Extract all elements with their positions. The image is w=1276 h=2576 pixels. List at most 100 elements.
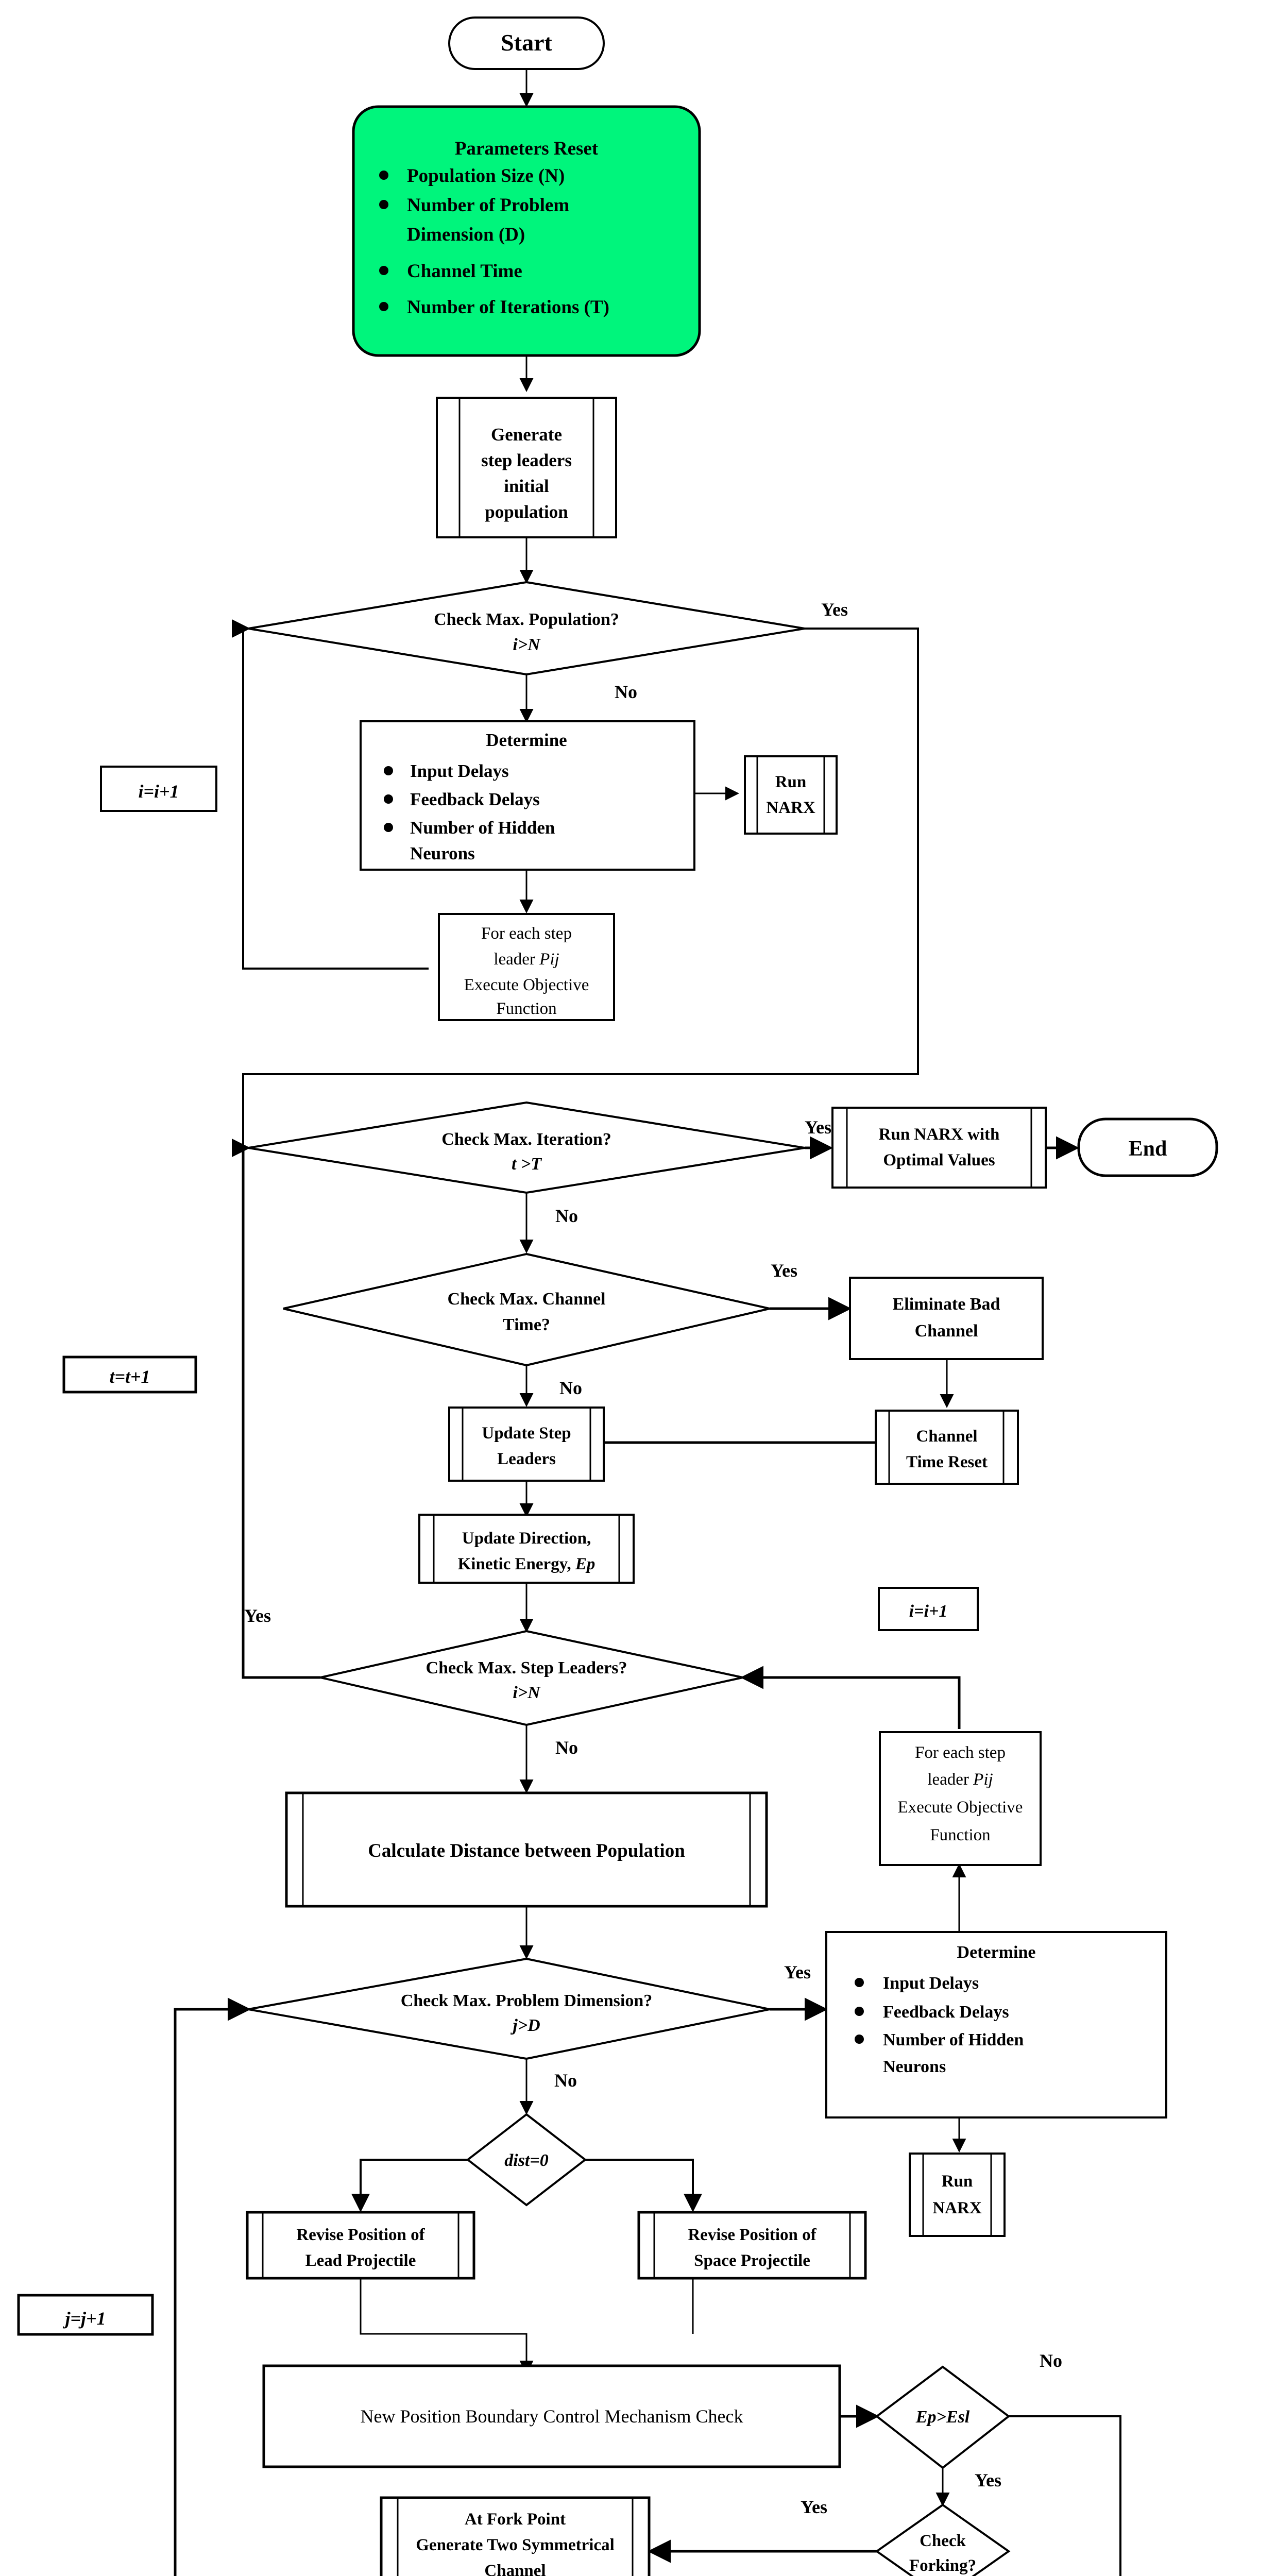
node-i-increment-1[interactable]: i=i+1 <box>100 766 217 812</box>
node-determine-2[interactable]: Determine Input Delays Feedback Delays N… <box>825 1931 1167 2119</box>
label-ep-no: No <box>1040 2350 1062 2371</box>
node-ep-gt-esl[interactable]: Ep>Esl <box>875 2365 1011 2469</box>
node-revise-lead-projectile[interactable]: Revise Position of Lead Projectile <box>246 2211 475 2280</box>
badchannel-line-0: Eliminate Bad <box>893 1295 1000 1314</box>
forking-line-0: Check <box>920 2532 966 2550</box>
bullet-dot <box>379 266 388 275</box>
bullet-dot <box>379 171 388 180</box>
i-inc-1-label: i=i+1 <box>138 781 179 802</box>
i-inc-2-label: i=i+1 <box>909 1602 948 1621</box>
narxoptimal-line-1: Optimal Values <box>883 1151 995 1170</box>
node-update-step-leaders[interactable]: Update Step Leaders <box>448 1406 605 1482</box>
bullet-dot <box>855 1978 864 1987</box>
node-calculate-distance[interactable]: Calculate Distance between Population <box>285 1791 768 1908</box>
label-checkdim-no: No <box>554 2070 577 2091</box>
node-run-narx-1[interactable]: Run NARX <box>744 755 838 835</box>
edge-objective1-loopback <box>232 619 429 970</box>
node-check-max-iteration[interactable]: Check Max. Iteration? t >T <box>248 1101 805 1194</box>
determine2-bullet-2-line2: Neurons <box>883 2057 946 2076</box>
bullet-dot <box>379 302 388 311</box>
label-ep-yes: Yes <box>975 2470 1001 2490</box>
checksl-line-1: i>N <box>513 1683 541 1702</box>
j-inc-label: j=j+1 <box>62 2308 106 2329</box>
label-checksl-yes: Yes <box>244 1605 271 1626</box>
label-checkiter-yes: Yes <box>805 1117 831 1138</box>
node-objective-function-2[interactable]: For each step leader Pij Execute Objecti… <box>879 1731 1042 1866</box>
edge-dist-right <box>585 2159 702 2212</box>
node-revise-space-projectile[interactable]: Revise Position of Space Projectile <box>637 2211 867 2280</box>
params-bullet-1-line2: Dimension (D) <box>407 224 525 245</box>
node-run-narx-optimal[interactable]: Run NARX with Optimal Values <box>831 1107 1047 1189</box>
ep-gt-esl-label: Ep>Esl <box>915 2408 970 2427</box>
checkpop-line-1: i>N <box>513 635 541 654</box>
updatesl-line-0: Update Step <box>482 1424 571 1443</box>
forkpoint-line-2: Channel <box>484 2562 546 2576</box>
determine1-bullet-1: Feedback Delays <box>410 789 540 809</box>
node-start[interactable]: Start <box>448 16 605 70</box>
updatedir-line-0: Update Direction, <box>462 1529 591 1548</box>
objective1-line-0: For each step <box>481 924 572 943</box>
objective2-line-3: Function <box>930 1826 990 1844</box>
node-check-max-problem-dimension[interactable]: Check Max. Problem Dimension? j>D <box>248 1957 770 2060</box>
node-fork-point[interactable]: At Fork Point Generate Two Symmetrical C… <box>380 2496 651 2576</box>
reviselead-line-0: Revise Position of <box>296 2226 425 2244</box>
generate-line-1: step leaders <box>481 450 572 470</box>
params-bullet-0: Population Size (N) <box>407 165 565 187</box>
updatesl-line-1: Leaders <box>497 1450 556 1468</box>
node-j-increment[interactable]: j=j+1 <box>17 2294 154 2336</box>
edge-checksl-yes-loopback <box>242 1148 320 1679</box>
label-checksl-no: No <box>555 1737 578 1758</box>
node-check-max-step-leaders[interactable]: Check Max. Step Leaders? i>N <box>320 1630 743 1726</box>
generate-line-2: initial <box>504 476 549 496</box>
checkdim-line-0: Check Max. Problem Dimension? <box>401 1991 653 2010</box>
bullet-dot <box>384 766 393 775</box>
objective1-line-3: Function <box>496 999 556 1018</box>
checkdim-line-1: j>D <box>510 2016 540 2035</box>
bullet-dot <box>855 2035 864 2044</box>
node-channel-time-reset[interactable]: Channel Time Reset <box>875 1410 1019 1485</box>
node-determine-1[interactable]: Determine Input Delays Feedback Delays N… <box>360 720 695 871</box>
objective1-line-2: Execute Objective <box>464 976 589 994</box>
objective2-line-1: leader Pij <box>927 1770 993 1789</box>
node-i-increment-2[interactable]: i=i+1 <box>878 1587 979 1631</box>
revisespace-line-0: Revise Position of <box>688 2226 816 2244</box>
node-check-forking[interactable]: Check Forking? <box>875 2503 1011 2576</box>
node-boundary-control-check[interactable]: New Position Boundary Control Mechanism … <box>262 2364 841 2468</box>
label-checkchannel-no: No <box>559 1378 582 1398</box>
node-dist-zero[interactable]: dist=0 <box>466 2113 587 2207</box>
params-bullet-1-line1: Number of Problem <box>407 195 569 216</box>
determine1-bullet-2-line2: Neurons <box>410 843 475 863</box>
node-t-increment[interactable]: t=t+1 <box>62 1355 197 1394</box>
forkpoint-line-1: Generate Two Symmetrical <box>416 2536 615 2554</box>
params-bullet-2: Channel Time <box>407 261 522 282</box>
node-eliminate-bad-channel[interactable]: Eliminate Bad Channel <box>849 1277 1044 1360</box>
channelreset-line-1: Time Reset <box>906 1453 988 1471</box>
node-check-max-population[interactable]: Check Max. Population? i>N <box>248 581 805 676</box>
checkiter-line-1: t >T <box>512 1155 542 1174</box>
node-update-direction[interactable]: Update Direction, Kinetic Energy, Ep <box>418 1514 635 1584</box>
bullet-dot <box>384 794 393 804</box>
edge-ep-no <box>1009 2415 1121 2576</box>
node-run-narx-2[interactable]: Run NARX <box>909 2153 1006 2237</box>
node-parameters-reset[interactable]: Parameters Reset Population Size (N) Num… <box>352 105 701 357</box>
determine1-heading: Determine <box>486 730 567 750</box>
node-generate-population[interactable]: Generate step leaders initial population <box>436 397 617 538</box>
determine2-heading: Determine <box>957 1943 1036 1962</box>
node-end[interactable]: End <box>1077 1117 1218 1177</box>
narx2-line-0: Run <box>942 2172 973 2191</box>
node-objective-function-1[interactable]: For each step leader Pij Execute Objecti… <box>438 913 615 1021</box>
label-checkchannel-yes: Yes <box>771 1260 797 1281</box>
params-heading: Parameters Reset <box>455 138 599 159</box>
badchannel-line-1: Channel <box>915 1321 978 1341</box>
bullet-dot <box>384 823 393 832</box>
edge-checkpop-yes <box>232 628 919 1157</box>
node-check-max-channel-time[interactable]: Check Max. Channel Time? <box>283 1252 770 1367</box>
dist-zero-label: dist=0 <box>504 2151 549 2170</box>
checkchannel-line-0: Check Max. Channel <box>448 1290 606 1309</box>
determine2-bullet-1: Feedback Delays <box>883 2003 1009 2022</box>
objective2-line-0: For each step <box>915 1743 1006 1762</box>
label-checkpop-no: No <box>615 682 637 702</box>
edge-remain-loopback-j <box>174 1997 251 2576</box>
